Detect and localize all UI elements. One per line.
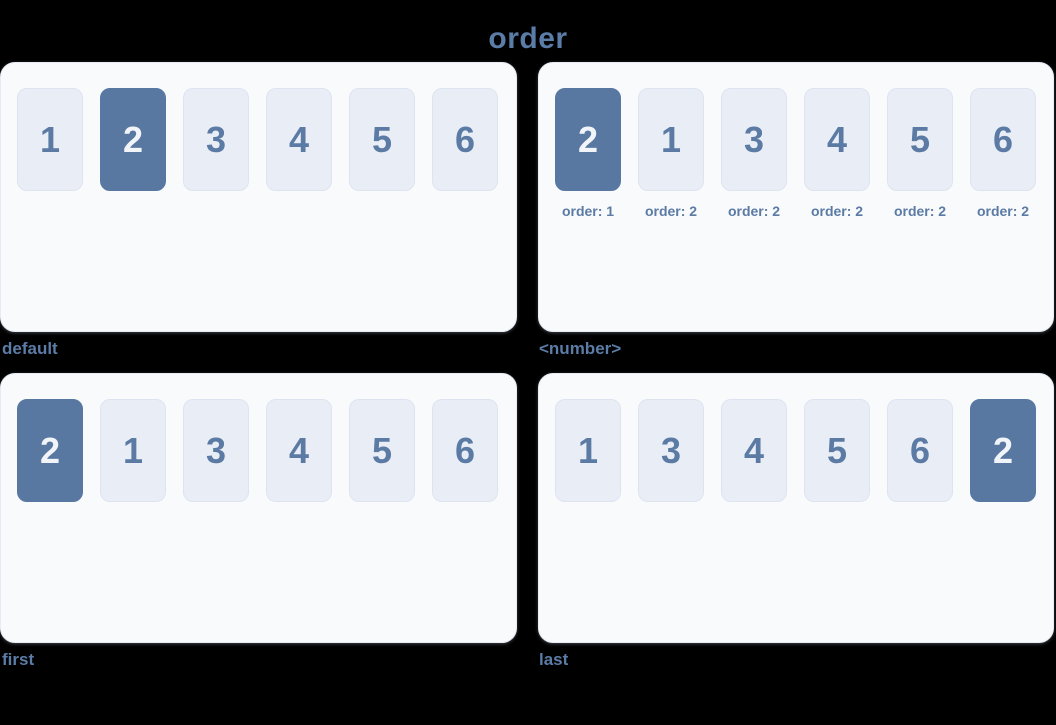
panel-caption-last: last <box>539 650 569 669</box>
panel-caption-default: default <box>2 339 58 358</box>
flex-item-column: 6 order: 2 <box>970 88 1036 219</box>
flex-item-6: 6 <box>887 399 953 502</box>
flex-item-column: 5 order: 2 <box>887 88 953 219</box>
page-title: order <box>488 22 568 56</box>
panel-caption-number: <number> <box>539 339 622 358</box>
flex-item-column: 4 order: 2 <box>804 88 870 219</box>
flex-item-3: 3 <box>183 399 249 502</box>
flex-item-2-highlighted: 2 <box>17 399 83 502</box>
flex-item-2-highlighted: 2 <box>555 88 621 191</box>
order-value-label: order: 1 <box>561 203 615 219</box>
flex-item-2-highlighted: 2 <box>970 399 1036 502</box>
panel-default: 1 2 3 4 5 6 <box>0 62 517 332</box>
flex-item-column: 2 order: 1 <box>555 88 621 219</box>
panel-first: 2 1 3 4 5 6 <box>0 373 517 643</box>
flex-item-6: 6 <box>970 88 1036 191</box>
flex-item-3: 3 <box>721 88 787 191</box>
order-value-label: order: 2 <box>893 203 947 219</box>
flex-item-5: 5 <box>804 399 870 502</box>
panel-last: 1 3 4 5 6 2 <box>538 373 1054 643</box>
order-value-label: order: 2 <box>727 203 781 219</box>
flex-item-1: 1 <box>555 399 621 502</box>
order-value-label: order: 2 <box>976 203 1030 219</box>
flex-item-6: 6 <box>432 88 498 191</box>
flex-item-column: 1 order: 2 <box>638 88 704 219</box>
flex-item-4: 4 <box>266 88 332 191</box>
flex-item-2-highlighted: 2 <box>100 88 166 191</box>
flex-item-3: 3 <box>638 399 704 502</box>
flex-item-4: 4 <box>721 399 787 502</box>
flex-item-1: 1 <box>100 399 166 502</box>
flex-item-4: 4 <box>266 399 332 502</box>
flex-item-5: 5 <box>887 88 953 191</box>
panel-caption-first: first <box>2 650 35 669</box>
flex-item-3: 3 <box>183 88 249 191</box>
flex-item-5: 5 <box>349 399 415 502</box>
flex-item-column: 3 order: 2 <box>721 88 787 219</box>
flex-item-1: 1 <box>17 88 83 191</box>
flex-item-1: 1 <box>638 88 704 191</box>
order-value-label: order: 2 <box>810 203 864 219</box>
panel-number: 2 order: 1 1 order: 2 3 order: 2 4 order… <box>538 62 1054 332</box>
order-value-label: order: 2 <box>644 203 698 219</box>
flex-item-5: 5 <box>349 88 415 191</box>
flex-item-6: 6 <box>432 399 498 502</box>
flex-item-4: 4 <box>804 88 870 191</box>
